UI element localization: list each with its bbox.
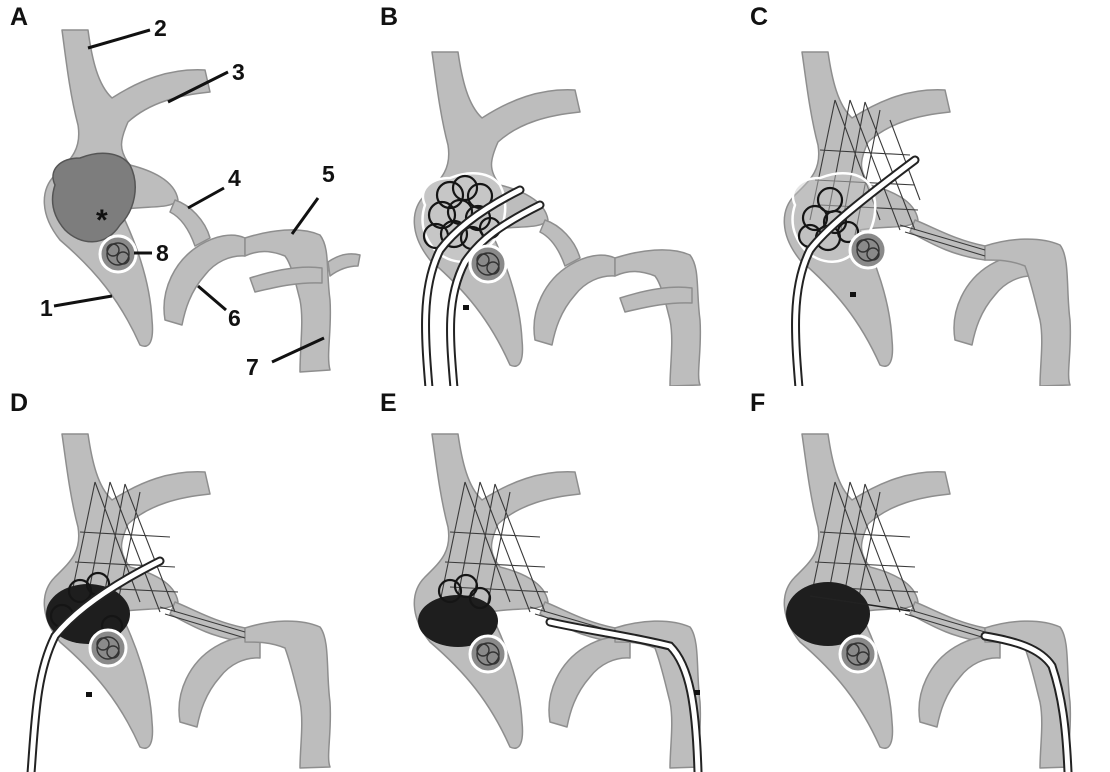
ball-8 [470,246,506,282]
panel-c-illustration [740,0,1110,386]
label-5: 5 [322,161,335,187]
catheter-marker [850,292,856,297]
panel-letter-f: F [750,388,765,418]
artery-6-branch [534,255,615,345]
panel-f-illustration [740,386,1110,772]
panel-letter-c: C [750,2,768,32]
artery-6-branch [919,637,1000,727]
artery-6-branch [954,255,1035,345]
panel-b-illustration [370,0,740,386]
artery-5-7-branch [245,230,330,372]
catheter-marker [694,690,700,695]
ball-8 [90,630,126,666]
ball-8 [100,236,136,272]
panel-d-illustration [0,386,370,772]
ball-8 [850,232,886,268]
catheter-marker [86,692,92,697]
label-4: 4 [228,165,241,191]
leader-6 [198,286,226,310]
artery-4-branch [910,220,985,260]
label-6: 6 [228,305,241,331]
panel-a: * 1 2 3 4 5 6 7 8 A [0,0,370,386]
panel-c: C [740,0,1110,386]
leader-1 [54,296,112,306]
panel-b: B [370,0,740,386]
artery-6-branch [549,637,630,727]
label-2: 2 [154,15,167,41]
artery-5-7-branch [615,250,700,386]
asterisk-marker: * [96,204,108,237]
label-1: 1 [40,295,53,321]
catheter-marker [463,305,469,310]
panel-letter-e: E [380,388,397,418]
ball-8 [840,636,876,672]
artery-4-branch [910,602,985,642]
artery-6-branch [179,637,260,727]
leader-4 [188,188,224,208]
panel-letter-b: B [380,2,398,32]
label-8: 8 [156,240,169,266]
label-7: 7 [246,354,259,380]
artery-tip-branch [328,254,360,276]
label-3: 3 [232,59,245,85]
panel-letter-a: A [10,2,28,32]
panel-d: D [0,386,370,772]
leader-5 [292,198,318,234]
panel-a-illustration: * 1 2 3 4 5 6 7 8 [0,0,370,386]
artery-4-branch [170,602,245,642]
panel-f: F [740,386,1110,772]
ball-8 [470,636,506,672]
artery-4-branch [540,220,580,266]
panel-e-illustration [370,386,740,772]
panel-e: E [370,386,740,772]
leader-2 [88,30,150,48]
panel-letter-d: D [10,388,28,418]
